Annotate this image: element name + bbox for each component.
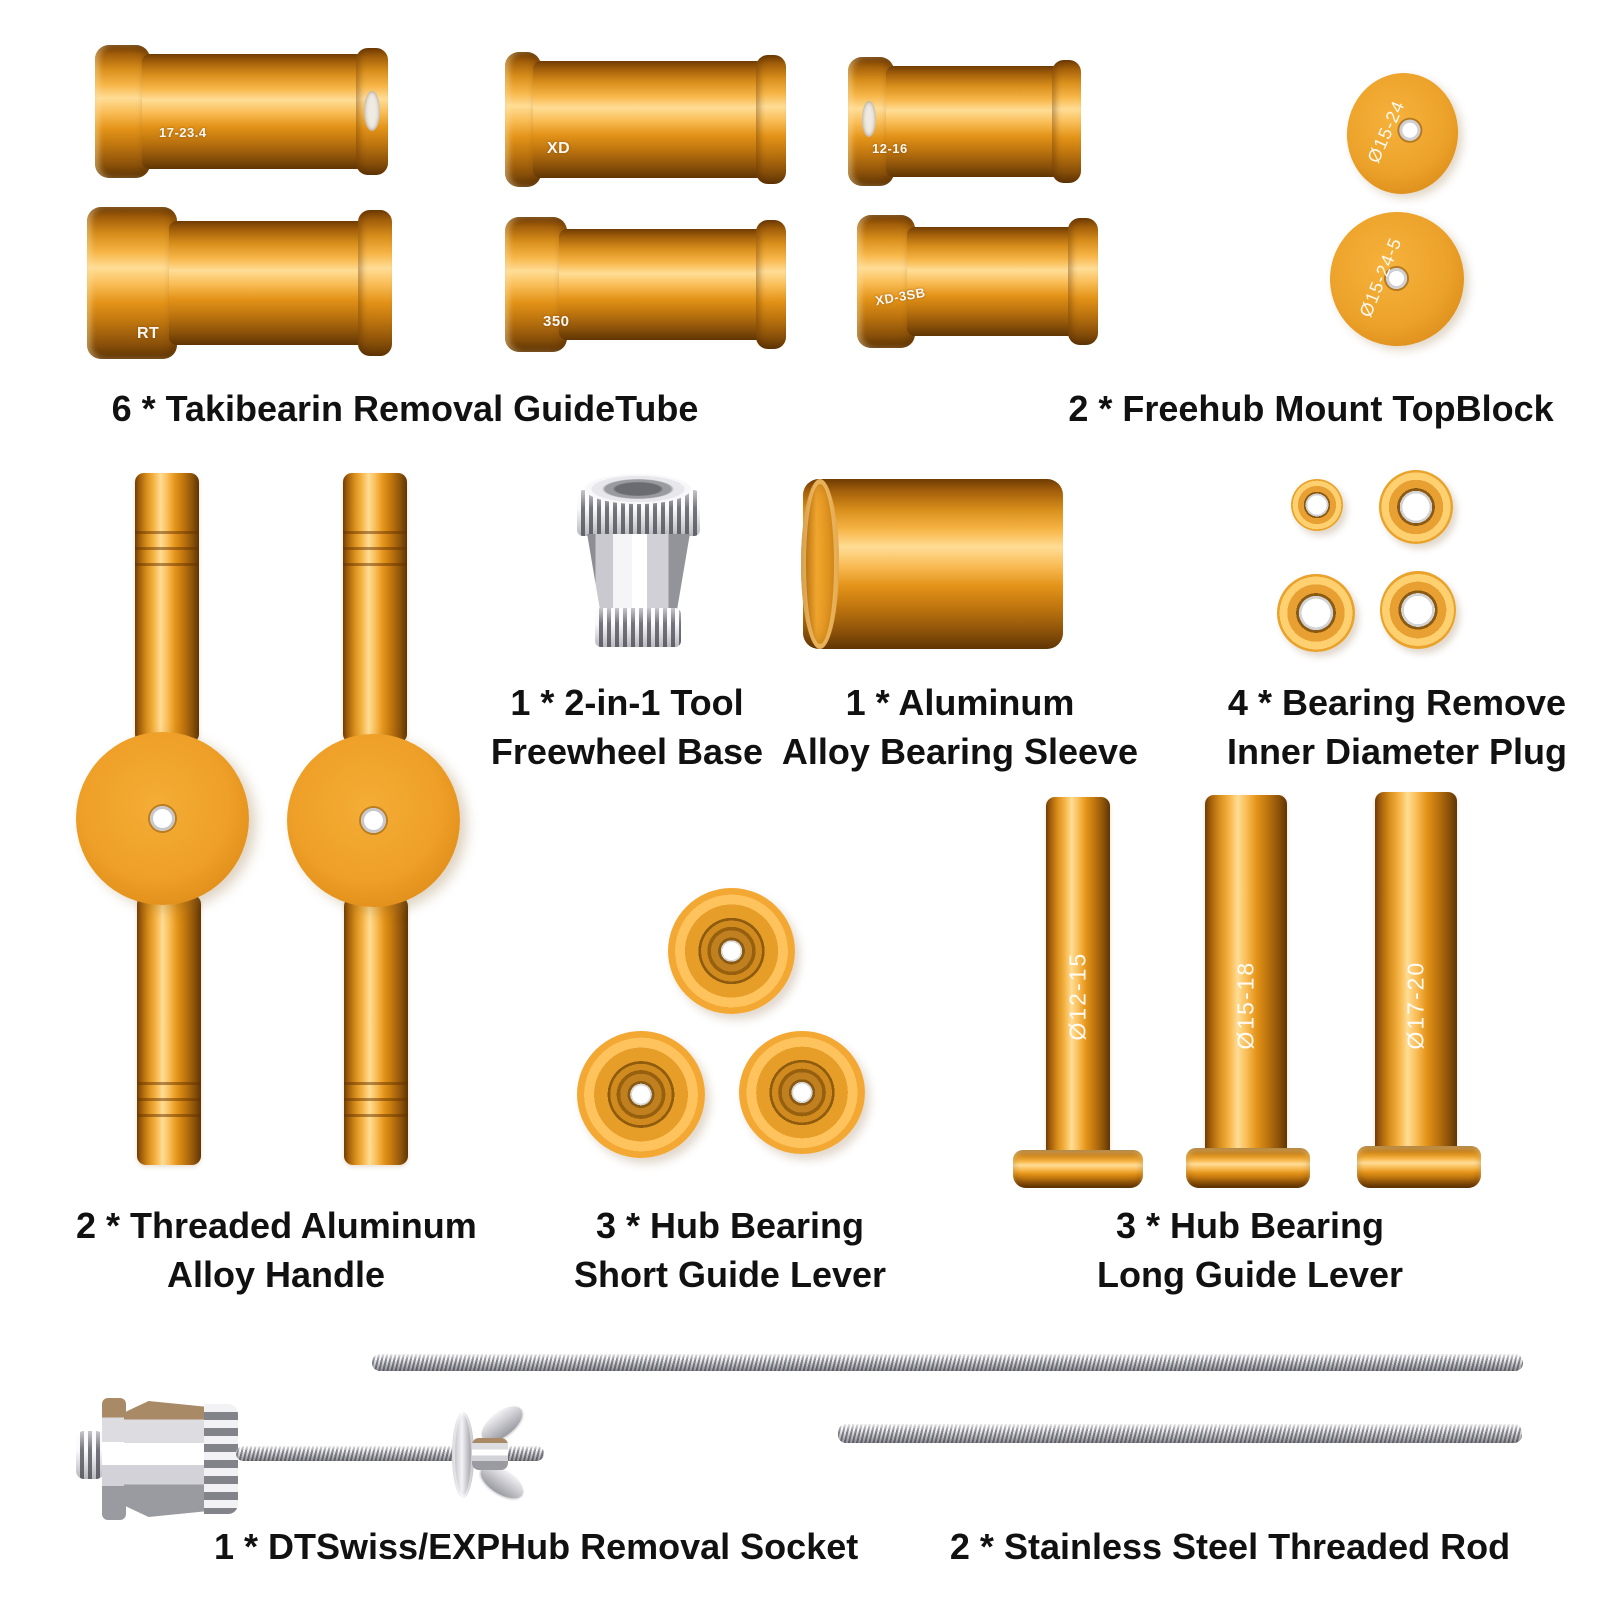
handle-grooves — [344, 1069, 408, 1121]
label-line-2: Alloy Bearing Sleeve — [781, 731, 1139, 772]
guide-tube-6: XD-3SB — [857, 215, 1098, 348]
label-short-levers: 3 * Hub Bearing Short Guide Lever — [530, 1201, 930, 1299]
socket-body — [124, 1401, 206, 1517]
tube-barrel — [559, 229, 764, 340]
disc-hole — [361, 808, 386, 833]
label-line-1: 1 * 2-in-1 Tool — [510, 682, 744, 723]
handle-disc — [76, 732, 249, 905]
socket-knob — [76, 1431, 104, 1479]
guide-tube-2: RT — [87, 207, 392, 359]
label-guide-tubes: 6 * Takibearin Removal GuideTube — [111, 388, 699, 429]
handle-rod-bottom — [344, 897, 408, 1165]
label-top-blocks: 2 * Freehub Mount TopBlock — [1068, 388, 1554, 429]
guide-tube-4: 350 — [505, 217, 786, 352]
guide-tube-5: 12-16 — [848, 57, 1081, 186]
label-line-2: Long Guide Lever — [1096, 1254, 1404, 1295]
tube-flange — [756, 55, 786, 184]
short-lever-1 — [668, 888, 795, 1014]
disc-hole — [150, 806, 175, 831]
tube-flange — [95, 45, 150, 178]
tube-barrel — [169, 221, 366, 345]
label-freewheel-base: 1 * 2-in-1 Tool Freewheel Base — [427, 678, 827, 776]
label-line-1: 1 * Aluminum — [845, 682, 1075, 723]
guide-tube-3: XD — [505, 52, 786, 187]
tube-flange — [505, 217, 567, 352]
tube-flange — [1068, 218, 1098, 345]
tube-engraving: 17-23.4 — [159, 125, 207, 140]
top-block-disc-2: Ø15-24-5 — [1325, 207, 1469, 351]
tool-hex-body — [587, 534, 690, 610]
label-line-2: Freewheel Base — [490, 731, 764, 772]
tube-engraving: XD — [547, 140, 571, 157]
label-threaded-rods: 2 * Stainless Steel Threaded Rod — [949, 1526, 1511, 1567]
id-plug-1 — [1291, 479, 1343, 531]
short-lever-3 — [739, 1031, 865, 1154]
label-line-1: 4 * Bearing Remove — [1227, 682, 1567, 723]
id-plug-2 — [1379, 470, 1453, 544]
label-line-2: Short Guide Lever — [573, 1254, 887, 1295]
threaded-rod-1 — [372, 1354, 1523, 1371]
tube-engraving: 350 — [543, 313, 570, 330]
handle-grooves — [135, 518, 199, 568]
label-line-2: Inner Diameter Plug — [1226, 731, 1568, 772]
lever-flange — [1013, 1150, 1143, 1188]
tube-bore — [862, 101, 876, 137]
top-block-disc-1: Ø15-24 — [1340, 67, 1465, 200]
tube-flange — [756, 220, 786, 349]
tube-barrel — [907, 227, 1076, 336]
id-plug-4 — [1380, 571, 1456, 649]
tube-engraving: RT — [137, 325, 160, 342]
knurled-ring-bottom — [595, 608, 681, 647]
lever-engraving: Ø15-18 — [1232, 960, 1259, 1050]
label-id-plugs: 4 * Bearing Remove Inner Diameter Plug — [1197, 678, 1597, 776]
tube-barrel — [142, 54, 364, 169]
label-line-1: 2 * Threaded Aluminum — [76, 1205, 477, 1246]
label-removal-socket: 1 * DTSwiss/EXPHub Removal Socket — [214, 1526, 859, 1567]
tube-flange — [1052, 60, 1081, 183]
label-long-levers: 3 * Hub Bearing Long Guide Lever — [1050, 1201, 1450, 1299]
lever-rod — [1046, 797, 1110, 1159]
label-handles: 2 * Threaded Aluminum Alloy Handle — [76, 1201, 477, 1299]
guide-tube-1: 17-23.4 — [95, 45, 388, 178]
handle-rod-top — [343, 473, 407, 743]
freewheel-base-tool — [577, 466, 702, 647]
handle-rod-top — [135, 473, 199, 743]
tube-bore — [364, 91, 380, 131]
handle-rod-bottom — [137, 895, 201, 1165]
label-bearing-sleeve: 1 * Aluminum Alloy Bearing Sleeve — [760, 678, 1160, 776]
tube-flange — [358, 210, 392, 356]
lever-flange — [1357, 1146, 1481, 1188]
tube-barrel — [886, 66, 1060, 177]
lever-flange — [1186, 1148, 1310, 1188]
bearing-sleeve — [801, 479, 1063, 649]
threaded-rod-2 — [838, 1424, 1522, 1443]
socket-spline-crown — [204, 1404, 238, 1514]
tube-flange — [857, 215, 915, 348]
handle-grooves — [137, 1069, 201, 1121]
tube-engraving: 12-16 — [872, 141, 908, 156]
tube-flange — [87, 207, 177, 359]
wing-nut-body — [472, 1438, 508, 1470]
label-line-1: 3 * Hub Bearing — [1115, 1205, 1385, 1246]
tool-top-opening — [585, 474, 691, 504]
sleeve-end-cap — [801, 479, 839, 649]
tube-barrel — [533, 61, 764, 178]
label-line-2: Alloy Handle — [166, 1254, 386, 1295]
lever-engraving: Ø12-15 — [1064, 951, 1091, 1041]
washer — [452, 1412, 474, 1498]
id-plug-3 — [1277, 574, 1355, 652]
label-line-1: 3 * Hub Bearing — [595, 1205, 865, 1246]
lever-rod — [1375, 792, 1457, 1157]
socket-plate — [102, 1398, 126, 1520]
short-lever-2 — [577, 1031, 705, 1158]
handle-grooves — [343, 518, 407, 568]
handle-disc — [287, 734, 460, 907]
lever-engraving: Ø17-20 — [1402, 960, 1429, 1050]
lever-rod — [1205, 795, 1287, 1159]
